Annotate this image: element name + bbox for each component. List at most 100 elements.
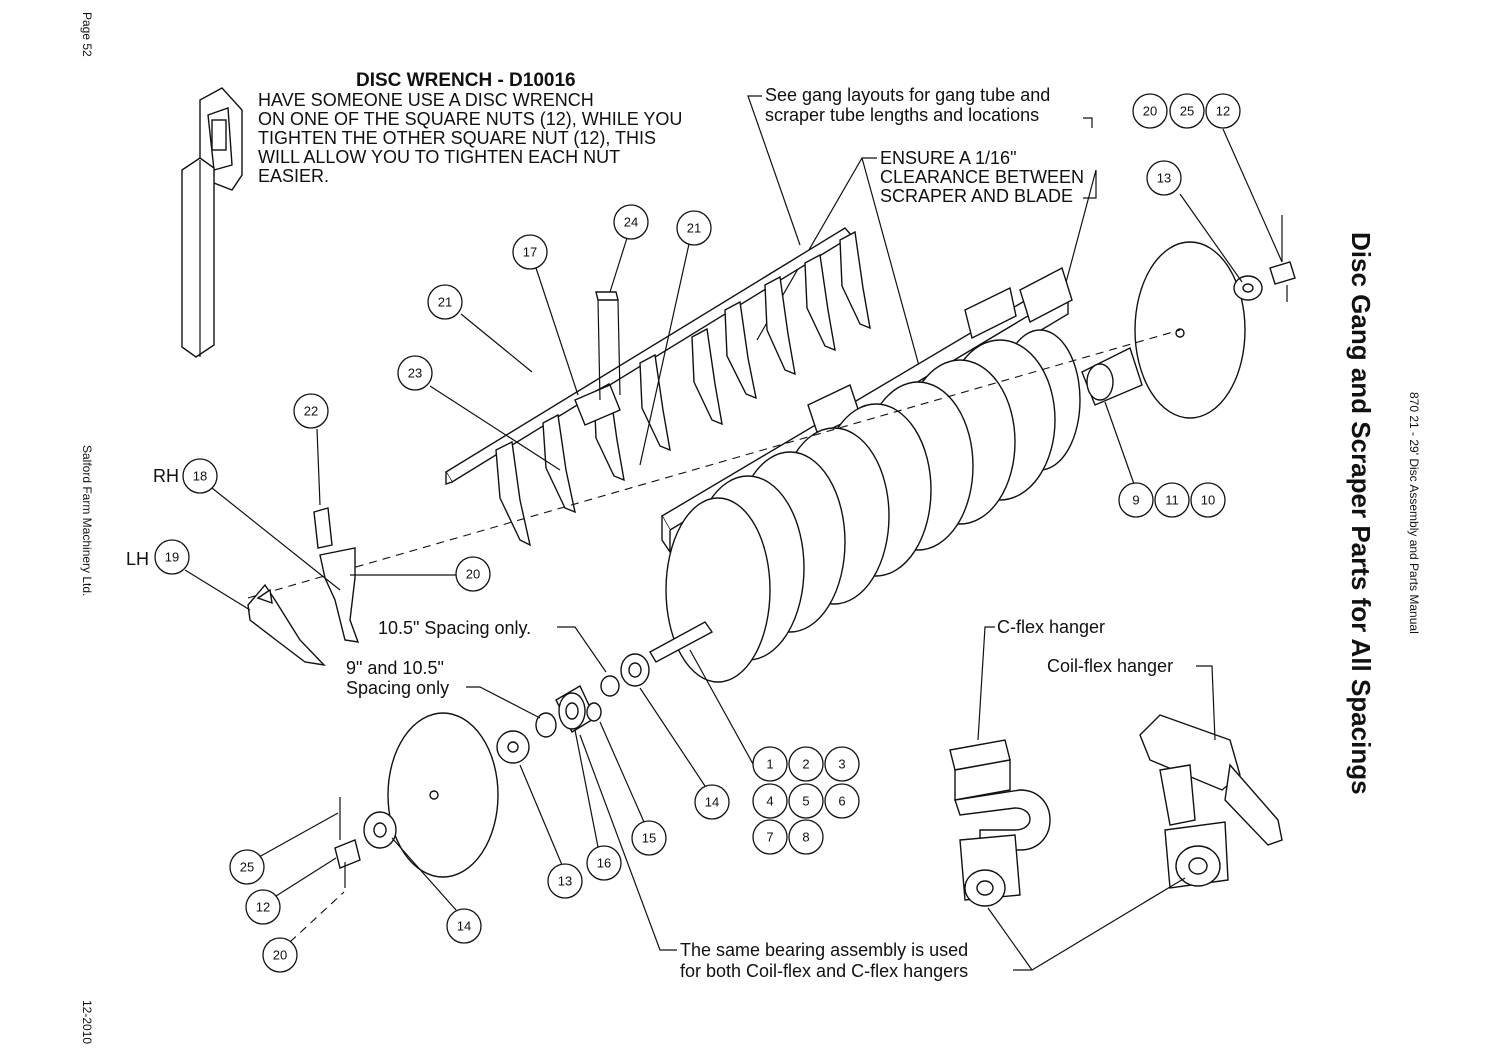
part-balloon-label: 10 (1201, 493, 1215, 508)
part-balloon-label: 1 (766, 757, 773, 772)
wrench-line-2: ON ONE OF THE SQUARE NUTS (12), WHILE YO… (258, 109, 682, 129)
part-balloon: 16 (586, 845, 622, 881)
company-name: Salford Farm Machinery Ltd. (80, 445, 94, 596)
gang-tube-and-discs (649, 266, 1081, 683)
part-balloon-label: 14 (705, 795, 719, 810)
leader-lines (184, 128, 1283, 971)
gang-layout-line-1: See gang layouts for gang tube and (765, 85, 1050, 105)
part-balloon-label: 2 (802, 757, 809, 772)
note-10-5-spacing: 10.5" Spacing only. (378, 618, 531, 638)
part-balloon-label: 19 (165, 550, 179, 565)
wrench-title: DISC WRENCH - D10016 (356, 70, 576, 91)
coil-flex-hanger-drawing (1139, 714, 1283, 889)
part-balloon: 5 (788, 783, 824, 819)
disc-wrench-drawing (181, 87, 243, 358)
part-balloon-label: 24 (624, 215, 638, 230)
part-balloon: 12 (1205, 93, 1241, 129)
part-balloon: 6 (824, 783, 860, 819)
c-flex-label: C-flex hanger (997, 617, 1105, 637)
part-balloon-label: 17 (523, 245, 537, 260)
clearance-line-3: SCRAPER AND BLADE (880, 186, 1073, 206)
part-balloon: 18 (182, 458, 218, 494)
part-balloon-label: 8 (802, 830, 809, 845)
part-balloon-label: 12 (256, 900, 270, 915)
part-balloon: 22 (293, 393, 329, 429)
part-balloon: 20 (455, 556, 491, 592)
part-balloon-label: 3 (838, 757, 845, 772)
part-balloon-label: 9 (1132, 493, 1139, 508)
bearing-assembly (334, 653, 650, 888)
part-balloon: 2 (788, 746, 824, 782)
lh-rh-scrapers (247, 507, 360, 667)
part-balloon-label: 6 (838, 794, 845, 809)
part-balloon-label: 16 (597, 856, 611, 871)
part-balloon-label: 4 (766, 794, 773, 809)
date-code: 12-2010 (80, 1000, 94, 1044)
part-balloon: 20 (1132, 93, 1168, 129)
part-balloon: 21 (427, 284, 463, 320)
part-balloon: 19 (154, 539, 190, 575)
gang-layout-line-2: scraper tube lengths and locations (765, 105, 1039, 125)
part-balloon-label: 25 (1180, 104, 1194, 119)
clearance-line-1: ENSURE A 1/16" (880, 148, 1016, 168)
scraper-tube-assembly (445, 227, 871, 547)
wrench-line-3: TIGHTEN THE OTHER SQUARE NUT (12), THIS (258, 128, 656, 148)
bearing-note-line-1: The same bearing assembly is used (680, 940, 968, 960)
part-balloon: 17 (512, 234, 548, 270)
part-balloon-label: 22 (304, 404, 318, 419)
right-end-disc (1081, 215, 1296, 419)
part-balloon-label: 20 (466, 567, 480, 582)
part-balloon-label: 21 (438, 295, 452, 310)
part-balloon-label: 14 (457, 919, 471, 934)
part-balloon: 7 (752, 819, 788, 855)
part-balloon: 1 (752, 746, 788, 782)
part-balloon-label: 13 (558, 874, 572, 889)
wrench-line-1: HAVE SOMEONE USE A DISC WRENCH (258, 90, 594, 110)
part-balloon-label: 12 (1216, 104, 1230, 119)
part-balloon: 21 (676, 210, 712, 246)
c-flex-hanger-drawing (949, 739, 1051, 907)
part-balloon-label: 15 (642, 831, 656, 846)
page-title: Disc Gang and Scraper Parts for All Spac… (1346, 232, 1376, 795)
part-balloon: 3 (824, 746, 860, 782)
part-balloon-label: 23 (408, 366, 422, 381)
wrench-line-5: EASIER. (258, 166, 329, 186)
part-balloon: 4 (752, 783, 788, 819)
part-balloon: 11 (1154, 482, 1190, 518)
part-balloon: 20 (262, 937, 298, 973)
part-balloon: 9 (1118, 482, 1154, 518)
part-balloon: 25 (1169, 93, 1205, 129)
part-balloon: 12 (245, 889, 281, 925)
part-balloon-label: 21 (687, 221, 701, 236)
wrench-line-4: WILL ALLOW YOU TO TIGHTEN EACH NUT (258, 147, 620, 167)
part-balloon: 23 (397, 355, 433, 391)
note-9-spacing-line-1: 9" and 10.5" (346, 658, 444, 678)
part-balloon-label: 5 (802, 794, 809, 809)
rh-label: RH (153, 466, 179, 486)
part-balloon-label: 20 (1143, 104, 1157, 119)
clearance-line-2: CLEARANCE BETWEEN (880, 167, 1084, 187)
part-balloon-label: 20 (273, 948, 287, 963)
part-balloon: 24 (613, 204, 649, 240)
lh-label: LH (126, 549, 149, 569)
part-balloon: 10 (1190, 482, 1226, 518)
part-balloon: 14 (446, 908, 482, 944)
part-balloon: 25 (229, 849, 265, 885)
part-balloon-label: 13 (1157, 171, 1171, 186)
bearing-note-line-2: for both Coil-flex and C-flex hangers (680, 961, 968, 981)
part-balloon-label: 7 (766, 830, 773, 845)
part-balloon: 15 (631, 820, 667, 856)
manual-name: 870 21 - 29' Disc Assembly and Parts Man… (1407, 392, 1421, 634)
note-9-spacing-line-2: Spacing only (346, 678, 449, 698)
part-balloon: 8 (788, 819, 824, 855)
part-balloon-label: 25 (240, 860, 254, 875)
part-balloon-label: 11 (1165, 493, 1179, 508)
coil-flex-label: Coil-flex hanger (1047, 656, 1173, 676)
part-balloon-label: 18 (193, 469, 207, 484)
part-balloon: 13 (1146, 160, 1182, 196)
page-number: Page 52 (80, 12, 94, 57)
part-balloon: 13 (547, 863, 583, 899)
part-balloon: 14 (694, 784, 730, 820)
